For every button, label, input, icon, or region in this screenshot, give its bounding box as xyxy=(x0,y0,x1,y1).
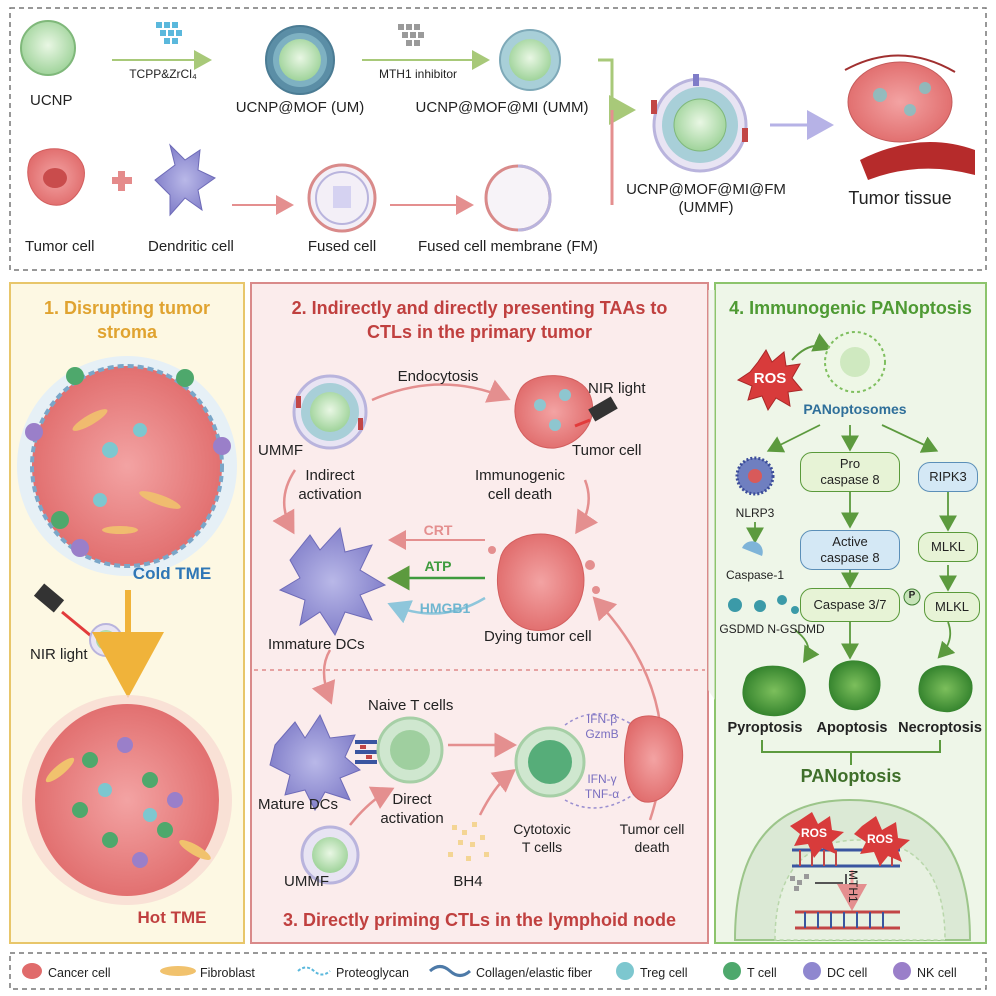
label-um: UCNP@MOF (UM) xyxy=(235,99,365,116)
label-panoptosomes: PANoptosomes xyxy=(803,401,907,417)
label-dendritic-cell: Dendritic cell xyxy=(148,238,234,255)
box-mlkl-phospho: MLKL xyxy=(924,592,980,622)
label-mature-dcs: Mature DCs xyxy=(258,796,339,813)
legend-fibroblast: Fibroblast xyxy=(200,966,255,980)
box-caspase-3-7: Caspase 3/7 xyxy=(800,588,900,622)
label-tumor-cell-top: Tumor cell xyxy=(25,238,95,255)
label-phospho-p: P xyxy=(908,590,916,601)
label-gsdmd: GSDMD N-GSDMD xyxy=(719,622,825,636)
legend-proteoglycan: Proteoglycan xyxy=(336,966,409,980)
legend-cancer-cell: Cancer cell xyxy=(48,966,111,980)
label-necroptosis: Necroptosis xyxy=(898,720,982,736)
panel4-title: 4. Immunogenic PANoptosis xyxy=(729,298,972,318)
label-ros-b: ROS xyxy=(866,832,894,846)
label-umm: UCNP@MOF@MI (UMM) xyxy=(415,99,589,116)
label-ros-main: ROS xyxy=(753,370,787,387)
label-tumor-cell-p2: Tumor cell xyxy=(572,442,642,459)
label-ucnp: UCNP xyxy=(30,92,73,109)
box-mlkl: MLKL xyxy=(918,532,978,562)
label-naive-t-cells: Naive T cells xyxy=(368,697,454,714)
label-bh4: BH4 xyxy=(453,873,483,890)
label-fused-cell: Fused cell xyxy=(307,238,377,255)
label-caspase-1: Caspase-1 xyxy=(725,568,785,582)
label-cold-tme: Cold TME xyxy=(132,564,212,583)
legend-collagen: Collagen/elastic fiber xyxy=(476,966,593,980)
legend-treg-cell: Treg cell xyxy=(640,966,688,980)
label-ummf-p3: UMMF xyxy=(284,873,329,890)
label-endocytosis: Endocytosis xyxy=(397,368,479,385)
legend-dc-cell: DC cell xyxy=(827,966,868,980)
label-dying-tumor-cell: Dying tumor cell xyxy=(484,628,592,645)
label-ummf-p2: UMMF xyxy=(258,442,303,459)
label-mth1-inhibitor: MTH1 inhibitor xyxy=(378,67,458,81)
label-mth1: MTH1 xyxy=(846,870,860,903)
label-panoptosis: PANoptosis xyxy=(800,766,902,786)
label-nir-light-p2: NIR light xyxy=(588,380,646,397)
label-hot-tme: Hot TME xyxy=(137,908,207,927)
label-pyroptosis: Pyroptosis xyxy=(727,720,803,736)
label-nir-light-p1: NIR light xyxy=(30,646,88,663)
label-atp: ATP xyxy=(424,558,452,574)
panel2-title: 2. Indirectly and directly presenting TA… xyxy=(291,298,668,342)
legend-nk-cell: NK cell xyxy=(917,966,957,980)
label-ros-a: ROS xyxy=(800,826,828,840)
label-hmgb1: HMGB1 xyxy=(419,600,471,616)
label-ummf: UCNP@MOF@MI@FM(UMMF) xyxy=(626,181,786,216)
label-fused-membrane: Fused cell membrane (FM) xyxy=(417,238,599,255)
label-tumor-tissue: Tumor tissue xyxy=(848,188,952,208)
legend-t-cell: T cell xyxy=(747,966,777,980)
label-tcpp-zrcl4: TCPP&ZrCl₄ xyxy=(129,67,197,81)
box-ripk3: RIPK3 xyxy=(918,462,978,492)
label-apoptosis: Apoptosis xyxy=(816,720,888,736)
label-nlrp3: NLRP3 xyxy=(735,506,775,520)
label-crt: CRT xyxy=(423,522,453,538)
label-immature-dcs: Immature DCs xyxy=(268,636,365,653)
panel3-title: 3. Directly priming CTLs in the lymphoid… xyxy=(282,910,677,930)
